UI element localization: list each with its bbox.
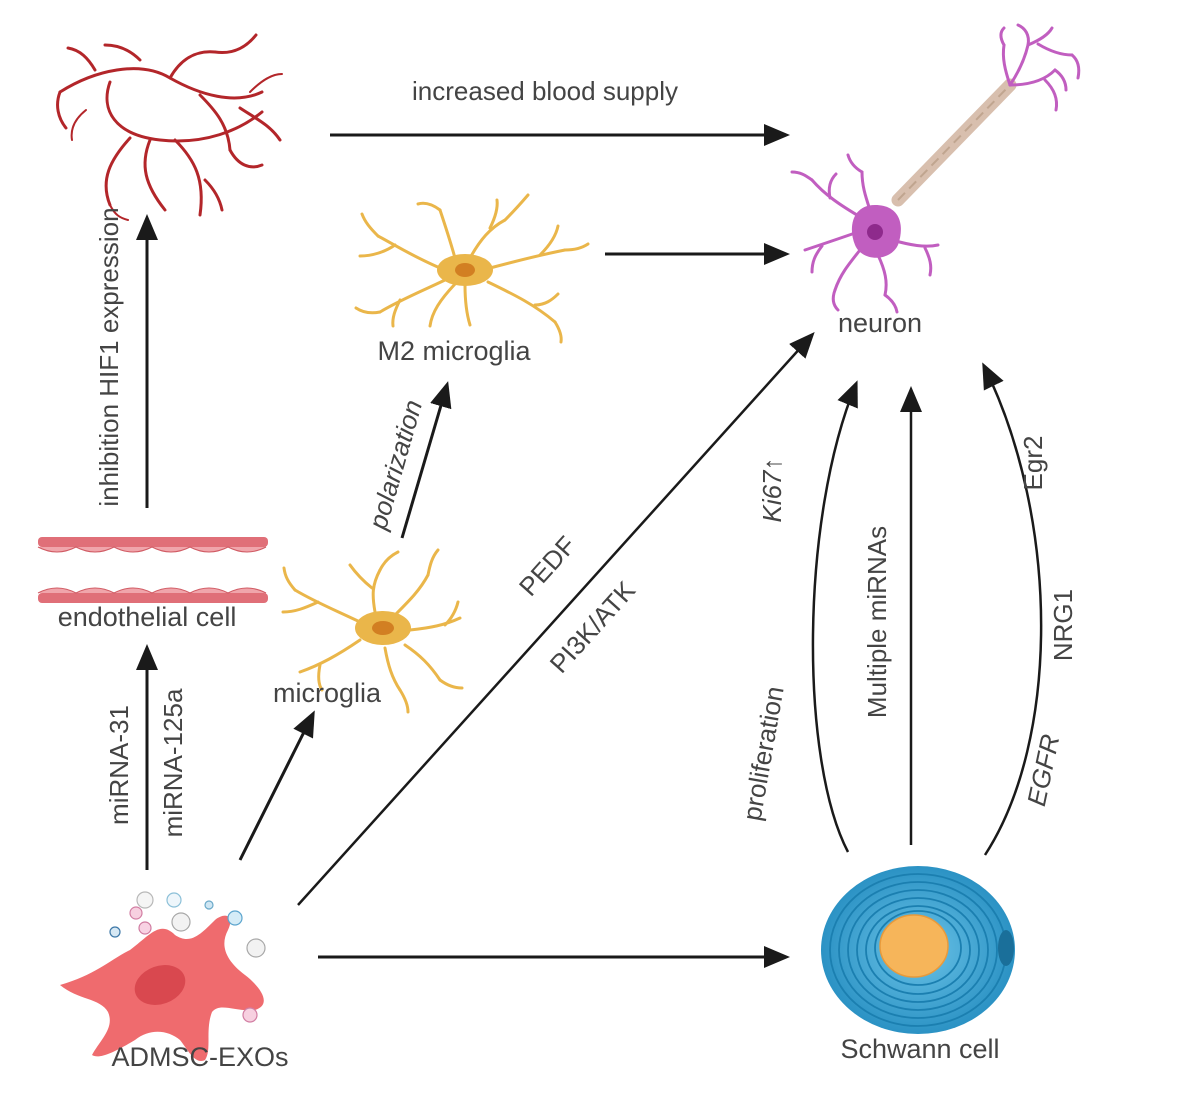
endothelium-icon [37,537,268,603]
hif1-label: inhibition HIF1 expression [94,207,124,506]
egr2-label: Egr2 [1018,436,1048,491]
schwann-cell-label: Schwann cell [840,1034,999,1064]
m2-microglia-label: M2 microglia [377,336,531,366]
mirna125a-label: miRNA-125a [158,688,188,837]
edge-labels: increased blood supply inhibition HIF1 e… [94,76,1078,837]
nrg1-label: NRG1 [1048,589,1078,661]
arrow-schwann-to-neuron-left [811,380,858,853]
arrow-admsc-to-neuron [297,332,815,906]
neuron-label: neuron [838,308,922,338]
admsc-exos-label: ADMSC-EXOs [111,1042,288,1072]
microglia-icon [281,548,464,714]
neuron-icon [790,23,1081,314]
polarization-label: polarization [362,396,428,533]
pi3k-label: PI3K/ATK [544,575,642,679]
blood-supply-label: increased blood supply [412,76,678,106]
schwann-cell-icon [821,866,1015,1034]
m2-microglia-icon [354,193,590,344]
node-labels: neuron M2 microglia endothelial cell mic… [58,308,1000,1072]
microglia-label: microglia [273,678,382,708]
multiple-mirnas-label: Multiple miRNAs [862,526,892,718]
proliferation-label: proliferation [737,684,790,823]
arrow-microglia-to-m2 [400,381,452,539]
egfr-label: EGFR [1021,732,1065,809]
ki67-label: Ki67↑ [757,457,787,522]
endothelial-cell-label: endothelial cell [58,602,237,632]
arrows [136,124,1043,968]
admsc-cell-icon [60,891,266,1061]
arrow-admsc-to-microglia [238,710,315,861]
mirna31-label: miRNA-31 [104,705,134,825]
blood-vessel-icon [56,33,283,221]
pedf-label: PEDF [513,530,582,602]
arrow-schwann-to-neuron-right [982,362,1043,856]
